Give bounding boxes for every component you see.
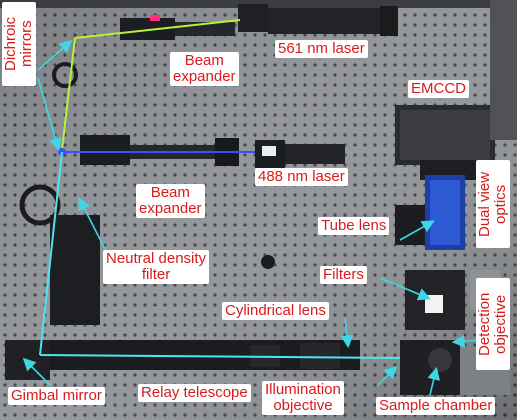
label-tube-lens: Tube lens [318, 217, 390, 235]
label-detection-objective: Detection objective [476, 278, 510, 370]
arrow-detection [451, 334, 481, 348]
label-cylindrical-lens: Cylindrical lens [222, 302, 329, 320]
laser-beam-561 [61, 15, 241, 151]
arrow-illumination [377, 365, 398, 386]
arrow-filters [379, 277, 431, 301]
arrow-dichroic-2 [37, 77, 62, 152]
laser-beam-combined [39, 151, 401, 359]
label-illumination-objective: Illumination objective [262, 381, 344, 415]
label-laser-488: 488 nm laser [255, 168, 348, 186]
label-sample-chamber: Sample chamber [376, 397, 496, 415]
filter-block [405, 270, 500, 330]
label-relay-telescope: Relay telescope [138, 384, 251, 402]
label-emccd: EMCCD [408, 80, 469, 98]
arrow-gimbal [22, 357, 51, 386]
emccd-camera [395, 105, 495, 180]
laser-488-housing [255, 140, 345, 168]
label-beam-expander-mid: Beam expander [136, 184, 205, 218]
arrow-nd-filter [78, 197, 109, 256]
label-laser-561: 561 nm laser [275, 40, 368, 58]
arrow-dichroic [37, 39, 73, 71]
label-neutral-density-filter: Neutral density filter [103, 250, 210, 284]
arrow-cylindrical [340, 317, 354, 349]
arrow-sample [427, 366, 440, 396]
dual-view-optics-hardware [395, 175, 465, 250]
label-dichroic-mirrors: Dichroic mirrors [2, 2, 36, 86]
label-gimbal-mirror: Gimbal mirror [8, 387, 105, 405]
label-beam-expander-top: Beam expander [170, 52, 239, 86]
arrow-tube-lens [399, 220, 435, 241]
label-dual-view-optics: Dual view optics [476, 160, 510, 248]
laser-561-housing [238, 4, 398, 36]
label-filters: Filters [320, 266, 367, 284]
left-mounts [5, 62, 100, 380]
